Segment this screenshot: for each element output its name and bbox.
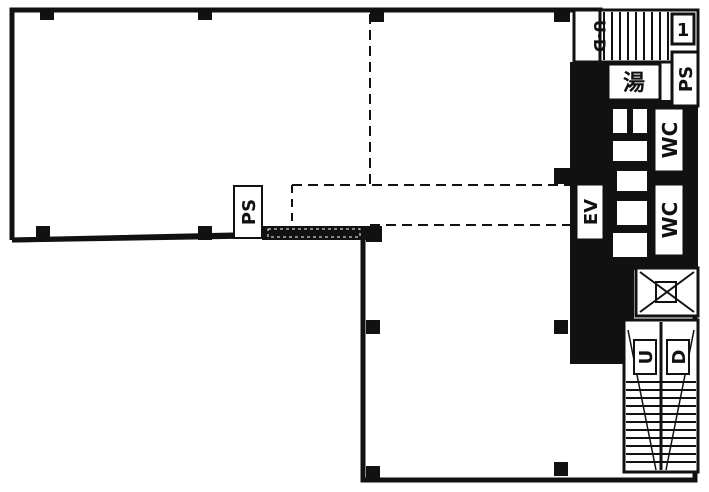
column <box>554 462 568 476</box>
wc-lower-label: WC <box>658 202 682 239</box>
stair-top-treads <box>603 12 669 60</box>
wc-lower-box <box>652 182 686 258</box>
ps-mid-box <box>233 185 263 239</box>
u-label: U <box>636 350 657 365</box>
column <box>40 8 54 20</box>
column <box>366 320 380 334</box>
d-label: D <box>669 350 690 365</box>
ud-box <box>572 8 602 64</box>
column <box>370 8 384 22</box>
elevator-cross <box>639 271 695 313</box>
column <box>198 226 212 240</box>
kitchenette-box <box>606 62 662 102</box>
ps-right-label: PS <box>676 66 697 92</box>
elevator-car <box>655 281 677 303</box>
column <box>554 168 570 184</box>
column <box>198 8 212 20</box>
column <box>366 466 380 480</box>
number-box <box>670 12 696 46</box>
wc-upper-label: WC <box>658 122 682 159</box>
ev-label: EV <box>581 199 602 225</box>
ps-mid-label: PS <box>239 199 260 225</box>
core-cells <box>611 107 649 259</box>
columns <box>36 8 570 480</box>
wc-upper-box <box>652 106 686 174</box>
d-box <box>666 339 690 375</box>
shaft-wall <box>262 226 366 240</box>
u-box <box>633 339 657 375</box>
column <box>36 226 50 240</box>
column <box>554 320 568 334</box>
column <box>366 226 382 242</box>
kitchenette-label: 湯 <box>623 71 645 96</box>
one-label: 1 <box>677 20 690 41</box>
ev-box <box>574 182 606 242</box>
ud-label: U·D <box>590 20 609 52</box>
stair-diagonal <box>627 329 657 471</box>
column <box>554 8 570 22</box>
shaft-wall-hatch <box>267 228 361 238</box>
ps-right-box <box>670 50 700 108</box>
